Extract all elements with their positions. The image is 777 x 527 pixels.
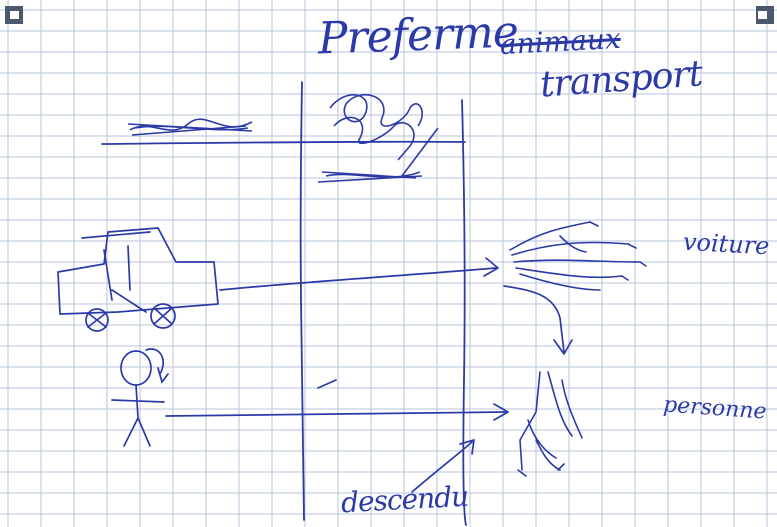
arrows: [165, 257, 573, 493]
title-text: Preferme: [317, 6, 519, 65]
scribbled-header-middle: [317, 93, 439, 183]
binder-hole-icon: [756, 6, 774, 24]
bottom-label: descendu: [340, 479, 469, 520]
crossed-out-word: animaux: [499, 21, 622, 62]
binder-hole-icon: [5, 6, 23, 24]
voiture-label: voiture: [682, 227, 771, 261]
car-drawing: [57, 227, 219, 332]
scribbled-header-left: [127, 118, 253, 136]
standing-hand-drawing: [517, 371, 583, 477]
claw-hand-drawing: [509, 221, 647, 291]
column-dividers: [101, 81, 467, 526]
stick-figure-drawing: [111, 348, 169, 447]
